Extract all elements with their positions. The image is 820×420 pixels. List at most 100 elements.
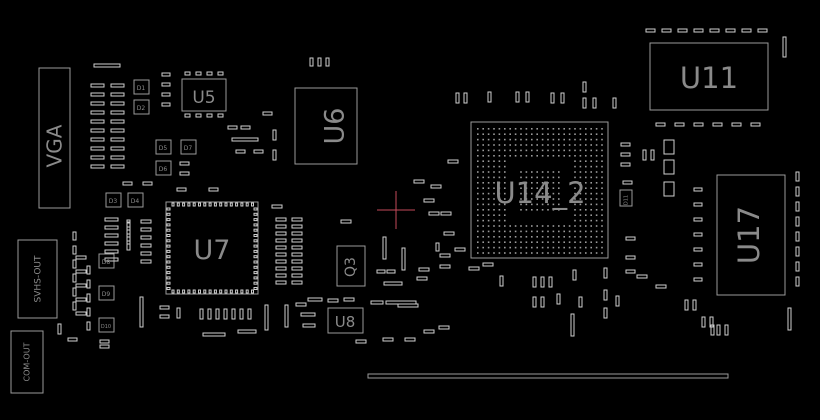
bga-ball <box>595 128 598 130</box>
u17-outline[interactable] <box>716 174 786 296</box>
bga-ball <box>601 203 603 206</box>
bga-ball <box>558 192 560 195</box>
smd-pad <box>582 97 587 109</box>
bga-ball <box>498 209 501 211</box>
bga-ball <box>477 171 479 173</box>
bga-ball <box>590 209 592 211</box>
bga-ball <box>477 203 479 206</box>
bga-ball <box>579 241 582 243</box>
bga-ball <box>568 155 571 157</box>
bga-ball <box>504 133 506 135</box>
smd-pad <box>110 155 125 160</box>
smd-pad <box>291 224 303 229</box>
bga-ball <box>482 241 484 243</box>
smd-pad <box>110 164 125 169</box>
bga-ball <box>504 246 506 249</box>
bga-ball <box>552 133 555 135</box>
q3-label: Q3 <box>343 257 359 277</box>
smd-pad <box>795 216 800 227</box>
smd-pad <box>724 324 729 336</box>
smd-pad <box>140 259 152 264</box>
d6-outline[interactable] <box>155 160 172 176</box>
bga-ball <box>487 187 490 189</box>
bga-ball <box>547 203 549 206</box>
bga-ball <box>558 252 560 254</box>
bga-ball <box>547 155 549 157</box>
vga-connector-outline[interactable] <box>38 67 71 209</box>
smd-pad <box>550 92 555 104</box>
bga-ball <box>487 128 490 130</box>
smd-pad <box>572 269 577 281</box>
bga-ball <box>504 241 506 243</box>
d10-outline[interactable] <box>98 317 115 333</box>
d2-outline[interactable] <box>133 99 150 115</box>
bga-ball <box>579 128 582 130</box>
bga-ball <box>574 192 576 195</box>
d1-outline[interactable] <box>133 79 150 95</box>
d7-outline[interactable] <box>180 139 197 155</box>
smd-pad <box>195 113 202 118</box>
smd-pad <box>300 312 316 317</box>
u14-outline[interactable] <box>470 121 609 259</box>
bga-ball <box>601 133 603 135</box>
smd-pad <box>264 304 269 331</box>
smd-pad <box>275 273 287 278</box>
bga-ball <box>574 176 576 179</box>
u5-outline[interactable] <box>181 78 227 112</box>
bga-ball <box>574 214 576 216</box>
smd-pad <box>206 71 213 76</box>
smd-pad <box>325 57 330 67</box>
smd-pad <box>642 149 647 161</box>
smd-pad <box>532 276 537 288</box>
bga-ball <box>520 230 522 233</box>
bga-ball <box>558 171 560 173</box>
smd-pad <box>104 233 119 238</box>
bga-ball <box>579 160 582 162</box>
bga-ball <box>504 138 506 141</box>
bga-ball <box>579 165 582 168</box>
smd-pad <box>253 255 258 259</box>
d11-outline[interactable] <box>619 189 633 207</box>
bottom-edge-connector[interactable] <box>367 373 729 379</box>
u7-outline[interactable] <box>165 201 259 295</box>
com-out-connector-outline[interactable] <box>10 330 44 394</box>
d4-outline[interactable] <box>127 192 144 208</box>
q3-outline[interactable] <box>336 245 366 287</box>
smd-pad <box>275 245 287 250</box>
bga-ball <box>601 209 603 211</box>
u11-outline[interactable] <box>649 42 769 111</box>
bga-ball <box>541 236 544 238</box>
smd-pad <box>235 149 246 154</box>
smd-pad <box>750 122 761 127</box>
smd-pad <box>570 313 575 337</box>
d3-outline[interactable] <box>105 192 122 208</box>
bga-ball <box>487 176 490 179</box>
smd-pad <box>397 303 419 308</box>
smd-pad <box>430 184 442 189</box>
bga-ball <box>552 187 555 189</box>
smd-pad <box>253 265 258 269</box>
smd-pad <box>72 301 77 311</box>
u6-outline[interactable] <box>294 87 358 165</box>
bga-ball <box>585 192 587 195</box>
d5-outline[interactable] <box>155 139 172 155</box>
smd-pad <box>161 82 171 87</box>
smd-pad <box>795 261 800 272</box>
bga-ball <box>520 187 522 189</box>
d9-outline[interactable] <box>98 285 115 301</box>
bga-ball <box>590 128 592 130</box>
bga-ball <box>590 144 592 146</box>
smd-pad <box>782 36 787 58</box>
smd-pad <box>166 265 171 269</box>
bga-ball <box>595 214 598 216</box>
svhs-out-connector-outline[interactable] <box>17 239 58 319</box>
bga-ball <box>520 182 522 184</box>
u8-outline[interactable] <box>327 307 364 334</box>
smd-pad <box>284 304 289 328</box>
bga-ball <box>579 214 582 216</box>
smd-pad <box>693 247 703 252</box>
bga-ball <box>487 209 490 211</box>
smd-pad <box>104 249 119 254</box>
smd-pad <box>110 146 125 151</box>
